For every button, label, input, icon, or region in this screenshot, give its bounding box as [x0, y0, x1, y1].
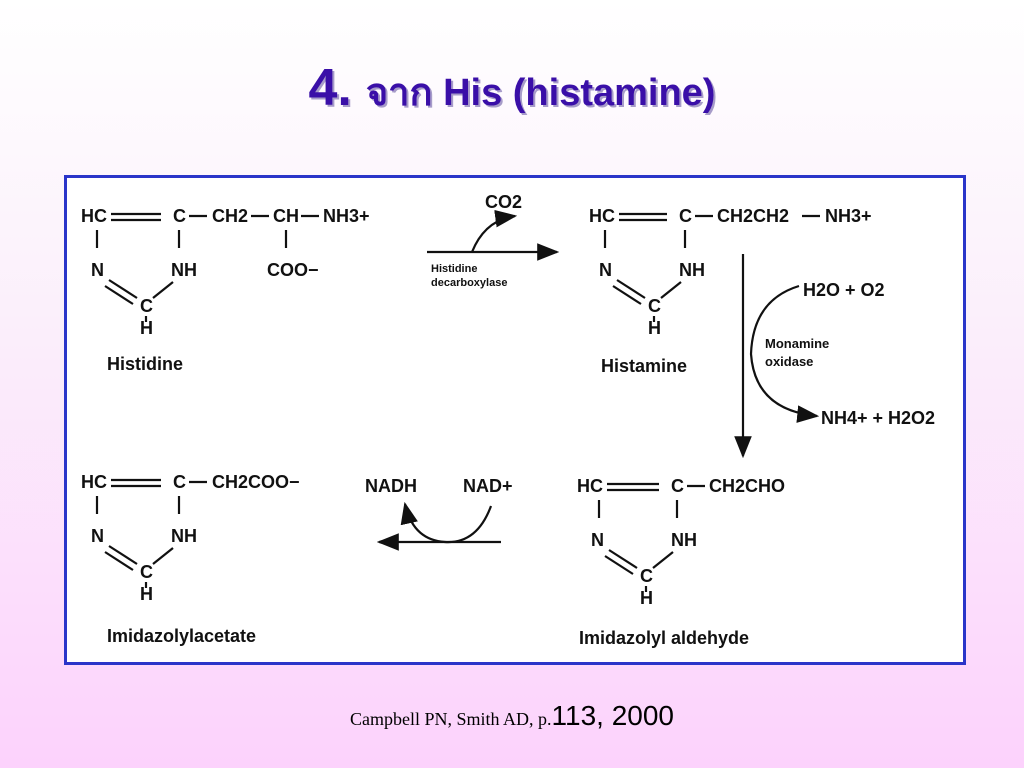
svg-text:H: H: [648, 318, 661, 338]
nad-label: NAD+: [463, 476, 513, 496]
svg-text:NH: NH: [679, 260, 705, 280]
imidazolyl-aldehyde-label: Imidazolyl aldehyde: [579, 628, 749, 648]
svg-text:C: C: [648, 296, 661, 316]
histamine-side-chain: CH2CH2: [717, 206, 789, 226]
dehydrogenase-reaction: NADH NAD+: [365, 476, 513, 551]
oxidase-reactants: H2O + O2: [803, 280, 885, 300]
pathway-diagram: HC C CH2 CH NH3+ COO− N NH C H Histidine: [81, 192, 935, 648]
decarboxylase-reaction: CO2 Histidine decarboxylase: [427, 192, 560, 289]
imidazolylacetate-label: Imidazolylacetate: [107, 626, 256, 646]
svg-text:C: C: [671, 476, 684, 496]
svg-text:C: C: [173, 472, 186, 492]
ring-h: H: [140, 318, 153, 338]
decarboxylase-enzyme-line1: Histidine: [431, 263, 477, 275]
ring-n: N: [91, 260, 104, 280]
oxidase-products: NH4+ + H2O2: [821, 408, 935, 428]
svg-text:HC: HC: [589, 206, 615, 226]
monamine-oxidase-reaction: H2O + O2 Monamine oxidase NH4+ + H2O2: [734, 254, 935, 459]
pathway-diagram-frame: HC C CH2 CH NH3+ COO− N NH C H Histidine: [64, 175, 966, 665]
svg-text:NH: NH: [171, 526, 197, 546]
svg-text:N: N: [91, 526, 104, 546]
ring-c: C: [173, 206, 186, 226]
citation: Campbell PN, Smith AD, p.113, 2000: [0, 700, 1024, 732]
histamine-structure: HC C CH2CH2 NH3+ N NH C H Histamine: [589, 206, 872, 376]
title-thai: จาก: [365, 72, 433, 114]
imidazolylacetate-structure: HC C CH2COO− N NH C H Imidazolylacetate: [81, 472, 300, 646]
svg-text:N: N: [591, 530, 604, 550]
svg-text:HC: HC: [81, 472, 107, 492]
histidine-structure: HC C CH2 CH NH3+ COO− N NH C H Histidine: [81, 206, 370, 374]
decarboxylase-enzyme-line2: decarboxylase: [431, 277, 507, 289]
citation-numbers: 113, 2000: [551, 700, 675, 731]
imidazolyl-aldehyde-side-chain: CH2CHO: [709, 476, 785, 496]
histidine-label: Histidine: [107, 354, 183, 374]
title-compound: His (histamine): [443, 72, 716, 114]
svg-text:H: H: [640, 588, 653, 608]
side-ch2: CH2: [212, 206, 248, 226]
side-coo: COO−: [267, 260, 319, 280]
slide-title: 4. จาก His (histamine): [0, 58, 1024, 122]
svg-text:C: C: [679, 206, 692, 226]
svg-text:NH: NH: [671, 530, 697, 550]
ring-c-bottom: C: [140, 296, 153, 316]
oxidase-enzyme-line1: Monamine: [765, 336, 829, 351]
ring-hc: HC: [81, 206, 107, 226]
title-number: 4.: [308, 59, 352, 117]
ring-nh: NH: [171, 260, 197, 280]
svg-text:H: H: [140, 584, 153, 604]
histamine-label: Histamine: [601, 356, 687, 376]
svg-text:C: C: [140, 562, 153, 582]
side-nh3: NH3+: [323, 206, 370, 226]
citation-text: Campbell PN, Smith AD, p.: [349, 709, 552, 729]
histamine-nh3: NH3+: [825, 206, 872, 226]
co2-label: CO2: [485, 192, 522, 212]
svg-text:C: C: [640, 566, 653, 586]
imidazolyl-aldehyde-structure: HC C CH2CHO N NH C H Imidazolyl aldehyde: [577, 476, 785, 648]
svg-text:N: N: [599, 260, 612, 280]
side-ch: CH: [273, 206, 299, 226]
nadh-label: NADH: [365, 476, 417, 496]
oxidase-enzyme-line2: oxidase: [765, 354, 813, 369]
imidazolylacetate-side-chain: CH2COO−: [212, 472, 300, 492]
svg-text:HC: HC: [577, 476, 603, 496]
